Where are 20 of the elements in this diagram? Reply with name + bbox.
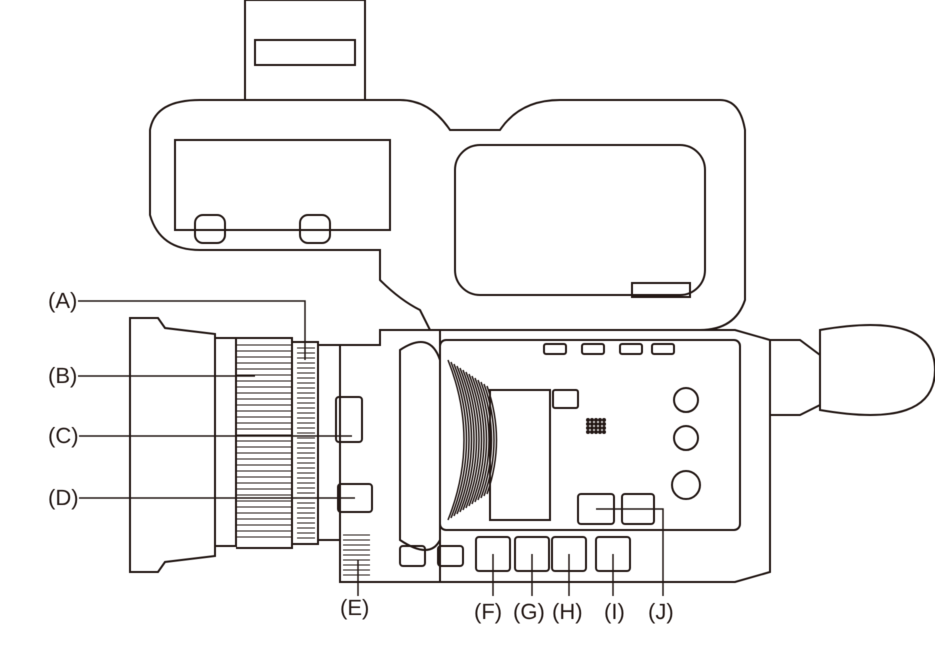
callout-letter: (B): [48, 364, 78, 388]
leader-line: [596, 508, 664, 596]
leader-line: [612, 554, 614, 596]
leader-line: [78, 435, 352, 437]
callout-letter: (F): [474, 600, 502, 624]
callout-letter: (C): [48, 424, 79, 448]
callout-letter: (G): [513, 600, 545, 624]
leader-line: [492, 554, 494, 596]
leader-line: [78, 375, 255, 377]
leader-line: [78, 300, 306, 360]
leader-line: [531, 554, 533, 596]
callout-letter: (A): [48, 289, 78, 313]
callout-letter: (H): [552, 600, 583, 624]
callout-letter: (D): [48, 486, 79, 510]
leader-line: [78, 497, 355, 499]
leader-line: [357, 560, 359, 596]
callout-letter: (J): [648, 600, 674, 624]
callout-letter: (E): [340, 596, 370, 620]
leader-line: [568, 554, 570, 596]
callout-letter: (I): [604, 600, 625, 624]
